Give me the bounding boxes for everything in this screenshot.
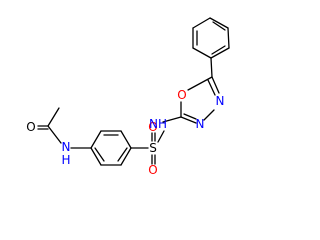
atom-sulfur: S: [149, 141, 157, 155]
bond-benzene-3: [120, 130, 132, 149]
bond-c5-phenyl: [210, 57, 213, 78]
bond-phenyl-4: [209, 17, 229, 29]
bond-phenyl-1: [192, 47, 212, 59]
bonds: [37, 17, 230, 166]
bond-o1-c5: [187, 76, 213, 91]
atom-labels: O N H S O O NH O N N: [26, 88, 224, 177]
bond-phenyl-5: [227, 27, 230, 49]
atom-amide-hydrogen: H: [61, 153, 70, 167]
bond-benzene-4: [120, 147, 132, 166]
atom-sulfonamide-nh: NH: [149, 117, 167, 131]
atom-sulfonyl-oxygen-bottom: O: [148, 163, 157, 177]
bond-benzene-1: [90, 130, 102, 149]
bond-n3-c2-2: [183, 113, 197, 120]
bond-n-c2: [162, 116, 182, 123]
bond-n3-c2-1: [180, 116, 197, 124]
bond-methyl: [47, 107, 60, 127]
bond-phenyl-6: [210, 47, 230, 59]
bond-benzene-inner-3: [94, 147, 105, 162]
atom-ring-nitrogen-lower: N: [196, 117, 205, 131]
bond-c5-n4-2: [207, 79, 216, 96]
bond-phenyl-inner-2: [212, 21, 226, 31]
bond-amide-c-n: [47, 125, 62, 144]
bond-phenyl-inner-3: [211, 45, 226, 55]
atom-carbonyl-oxygen: O: [26, 120, 35, 134]
atom-ring-nitrogen-upper: N: [216, 94, 225, 108]
atom-sulfonyl-oxygen-top: O: [148, 120, 157, 134]
bond-c5-n4-1: [211, 76, 220, 94]
bond-n4-n3: [203, 109, 215, 121]
atom-ring-oxygen: O: [177, 88, 186, 102]
bond-phenyl-3: [192, 17, 211, 29]
bond-benzene-6: [90, 147, 102, 166]
molecule-structure: O N H S O O NH O N N: [26, 17, 230, 177]
bond-benzene-inner-2: [117, 147, 128, 162]
atom-amide-nitrogen: N: [62, 140, 71, 154]
bond-s-n: [157, 130, 165, 143]
